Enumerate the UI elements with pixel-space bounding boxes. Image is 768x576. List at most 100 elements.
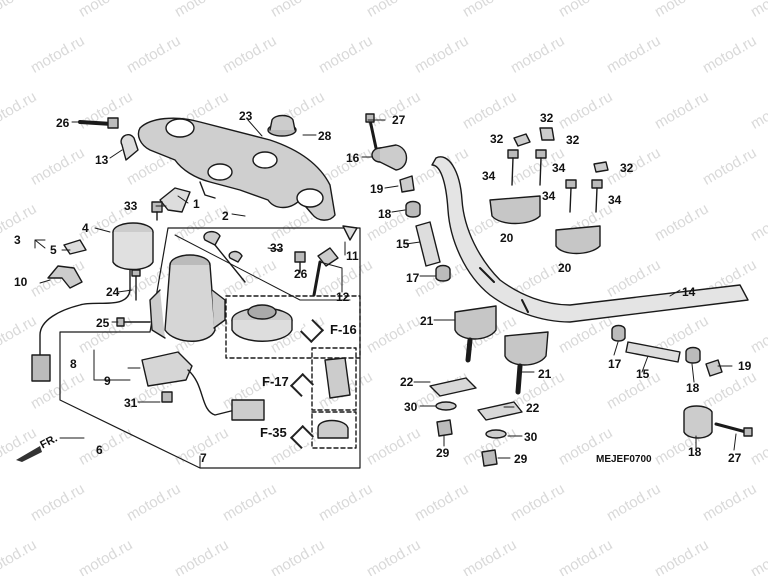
callout-34d: 34: [608, 193, 622, 207]
bolt-part-27b: [714, 422, 753, 437]
callout-1: 1: [193, 197, 200, 211]
nut-part-17: [435, 264, 451, 282]
callout-4: 4: [82, 221, 89, 235]
diagram-code: MEJEF0700: [596, 454, 652, 465]
callout-30b: 30: [524, 430, 538, 444]
callout-15: 15: [396, 237, 410, 251]
nut-part-18: [405, 200, 421, 218]
callout-22b: 22: [526, 401, 540, 415]
bolt-part-27a: [365, 113, 378, 150]
ignition-switch-part: [31, 222, 154, 382]
weight-part-16: [371, 144, 408, 171]
callout-33b: 33: [270, 241, 284, 255]
callout-21: 21: [420, 314, 434, 328]
bridge-cap-part: [267, 114, 297, 137]
callout-23: 23: [239, 109, 253, 123]
bolt-part-33: [151, 201, 163, 221]
callout-24: 24: [106, 285, 120, 299]
nut-part-29b: [481, 449, 498, 467]
holder-part-21a: [454, 305, 497, 363]
nut-part-17b: [611, 324, 626, 342]
nut-part-29a: [436, 419, 453, 437]
bolt-part-24: [131, 269, 141, 301]
cap-part: [342, 225, 358, 241]
callout-34c: 34: [542, 189, 556, 203]
washer-part-30a: [435, 401, 457, 411]
leader-lines: [34, 119, 737, 469]
holder-part-21b: [504, 331, 549, 395]
plate-part-22a: [429, 377, 477, 397]
callout-13: 13: [95, 153, 109, 167]
callout-27: 27: [392, 113, 406, 127]
callout-22: 22: [400, 375, 414, 389]
callout-11: 11: [346, 249, 359, 263]
clip-part: [120, 134, 139, 161]
callout-16: 16: [346, 151, 360, 165]
callout-12: 12: [336, 290, 350, 304]
callout-2: 2: [222, 209, 229, 223]
washer-part-32b: [539, 127, 555, 141]
callout-18: 18: [378, 207, 392, 221]
bracket-part: [159, 187, 191, 213]
ref-label-f16: F-16: [330, 322, 357, 337]
bolt-part-34c: [565, 179, 577, 213]
washer-part-32c: [593, 161, 609, 173]
bolt-part-34a: [507, 149, 519, 186]
callout-30: 30: [404, 400, 418, 414]
callout-18b: 18: [686, 381, 700, 395]
lock-cylinder-part: [311, 411, 357, 449]
callout-27b: 27: [728, 451, 742, 465]
clamp-part: [47, 265, 83, 289]
front-direction-arrow-icon: [16, 446, 42, 462]
callout-20a: 20: [500, 231, 514, 245]
bolt-part-31: [161, 391, 173, 403]
nut-part-19b: [705, 359, 723, 377]
nut-part-18b: [685, 346, 701, 364]
callout-26: 26: [56, 116, 70, 130]
callout-19b: 19: [738, 359, 752, 373]
callout-32a: 32: [540, 111, 554, 125]
callout-32b: 32: [490, 132, 504, 146]
top-bridge-part: [137, 117, 336, 221]
plate-part-22b: [477, 401, 523, 421]
callout-31: 31: [124, 396, 138, 410]
bolt-part-34d: [591, 179, 603, 213]
callout-34b: 34: [552, 161, 566, 175]
callout-5: 5: [50, 243, 57, 257]
fuel-cap-part: [225, 295, 361, 359]
callout-28: 28: [318, 129, 332, 143]
seat-lock-part: [311, 347, 357, 411]
callout-14: 14: [682, 285, 696, 299]
bolt-part-26: [78, 117, 119, 129]
callout-8: 8: [70, 357, 77, 371]
callout-32c: 32: [566, 133, 580, 147]
callout-9: 9: [104, 374, 111, 388]
bolt-part-25: [116, 317, 151, 327]
ref-label-f17: F-17: [262, 374, 289, 389]
callout-19: 19: [370, 182, 384, 196]
callout-25: 25: [96, 316, 110, 330]
callout-7: 7: [200, 451, 207, 465]
holder-part-20a: [489, 195, 541, 225]
callout-18c: 18: [688, 445, 702, 459]
callout-33: 33: [124, 199, 138, 213]
ref-label-f35: F-35: [260, 425, 287, 440]
bolt-part-34b: [535, 149, 547, 186]
callout-32d: 32: [620, 161, 634, 175]
callout-6: 6: [96, 443, 103, 457]
callout-15b: 15: [636, 367, 650, 381]
main-lock-part: [149, 254, 226, 342]
callout-29b: 29: [514, 452, 528, 466]
weight-part-18c: [683, 405, 713, 439]
callout-10: 10: [14, 275, 28, 289]
washer-part-32a: [513, 133, 531, 147]
holder-part-20b: [555, 225, 601, 255]
rod-part-15: [415, 221, 441, 267]
callout-26b: 26: [294, 267, 308, 281]
switch-part-9: [141, 351, 265, 421]
callout-17: 17: [406, 271, 420, 285]
callout-29: 29: [436, 446, 450, 460]
callout-21b: 21: [538, 367, 552, 381]
